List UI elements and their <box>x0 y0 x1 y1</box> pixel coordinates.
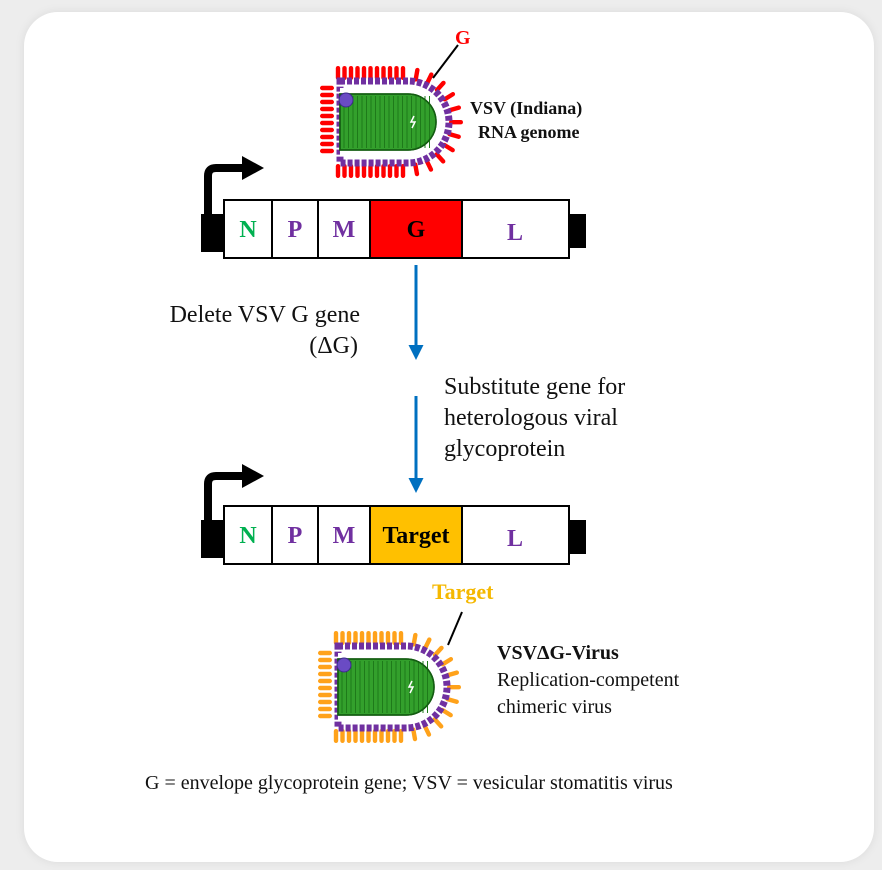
genome-top: N P M G L <box>201 156 586 259</box>
segment-target <box>369 505 463 565</box>
trailer-block <box>569 214 586 248</box>
delete-step-line1: Delete VSV G gene <box>169 302 360 328</box>
footnote: G = envelope glycoprotein gene; VSV = ve… <box>145 772 673 794</box>
figure-card <box>24 12 874 862</box>
vsv-dg-desc-line1: Replication-competent <box>497 669 680 691</box>
segment-m <box>317 199 371 259</box>
segment-p-label: P <box>288 523 303 549</box>
segment-l <box>461 505 570 565</box>
promoter-arrow-icon <box>204 472 246 558</box>
vsv-dg-name: VSVΔG-Virus <box>497 642 619 664</box>
genome-bottom: N P M Target L <box>201 464 586 565</box>
segment-l-label: L <box>507 526 523 552</box>
segment-target-label: Target <box>382 523 449 549</box>
segment-p <box>271 199 319 259</box>
promoter-arrowhead-icon <box>242 464 264 488</box>
target-pointer-line <box>447 611 463 646</box>
segment-n-label: N <box>239 217 257 243</box>
substitute-step-line2: heterologous viral <box>444 405 618 431</box>
segment-p-label: P <box>288 217 303 243</box>
segment-n-label: N <box>239 523 257 549</box>
target-protein-label: Target <box>432 579 494 604</box>
vsv-genome-line: RNA genome <box>478 122 580 142</box>
segment-l-label: L <box>507 220 523 246</box>
promoter-arrow-icon <box>204 164 246 252</box>
leader-block <box>201 214 224 252</box>
substitute-step-line3: glycoprotein <box>444 436 566 462</box>
g-pointer-line <box>432 44 459 79</box>
substitute-step-line1: Substitute gene for <box>444 374 626 400</box>
trailer-block <box>569 520 586 554</box>
promoter-arrowhead-icon <box>242 156 264 180</box>
segment-m-label: M <box>333 217 356 243</box>
segment-l <box>461 199 570 259</box>
segment-g-label: G <box>407 217 426 243</box>
vsv-dg-desc-line2: chimeric virus <box>497 696 612 718</box>
segment-m-label: M <box>333 523 356 549</box>
vsv-name-line: VSV (Indiana) <box>470 98 583 118</box>
delete-step-line2: (ΔG) <box>309 333 358 359</box>
substitute-step-label: Substitute gene for heterologous viral g… <box>444 372 625 465</box>
segment-m <box>317 505 371 565</box>
vsv-dg-virus-label: VSVΔG-Virus Replication-competent chimer… <box>497 640 679 721</box>
g-protein-label: G <box>455 27 471 49</box>
segment-p <box>271 505 319 565</box>
leader-block <box>201 520 224 558</box>
delete-step-label: Delete VSV G gene (ΔG) <box>144 300 360 362</box>
vsv-indiana-label: VSV (Indiana) RNA genome <box>470 96 582 144</box>
vsv-dg-virion-illustration <box>318 631 461 743</box>
vsv-virion-illustration <box>320 66 463 178</box>
